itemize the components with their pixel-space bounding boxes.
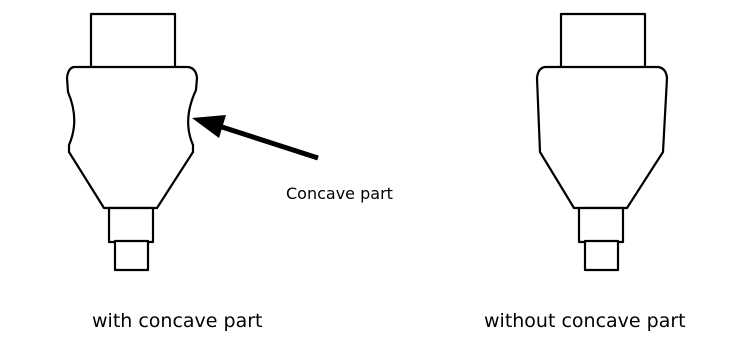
connector-with-concave xyxy=(65,12,199,272)
connector-without-concave xyxy=(535,12,669,272)
neck-left xyxy=(107,206,155,244)
neck-right xyxy=(577,206,625,244)
bottom-pin-right xyxy=(583,239,620,272)
concave-part-callout-label: Concave part xyxy=(286,184,393,203)
without-concave-caption: without concave part xyxy=(484,310,686,332)
top-plug-left xyxy=(89,12,177,70)
top-plug-right xyxy=(559,12,647,70)
connector-body-plain xyxy=(535,65,669,210)
arrow-head xyxy=(192,115,226,138)
pointer-arrow xyxy=(192,115,319,161)
connector-body-concave xyxy=(65,65,199,210)
bottom-pin-left xyxy=(113,239,150,272)
with-concave-caption: with concave part xyxy=(92,310,263,332)
